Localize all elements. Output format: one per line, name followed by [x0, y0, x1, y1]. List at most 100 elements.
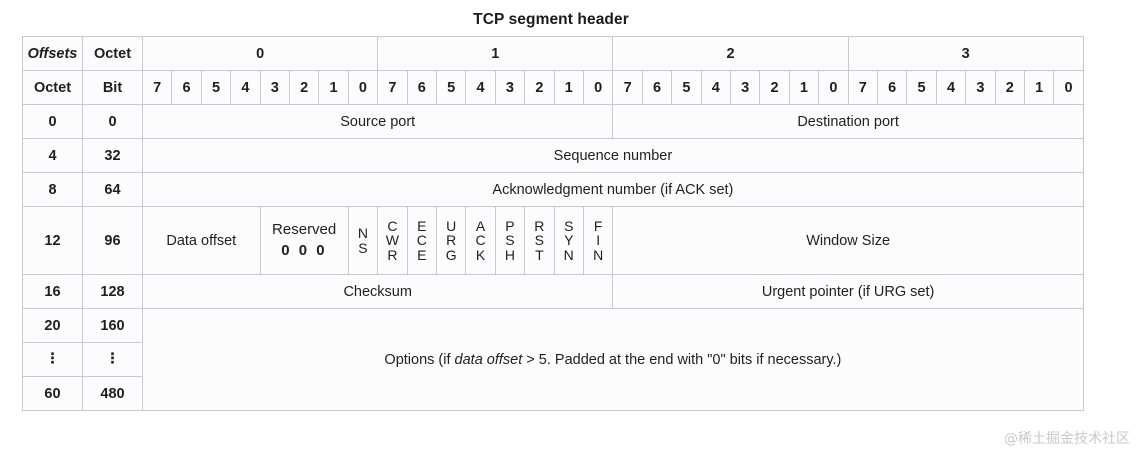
- bit-label-1-0: 0: [582, 70, 614, 105]
- bit-label-2-7: 7: [612, 70, 643, 105]
- bit-label-0-5: 5: [200, 70, 232, 105]
- header-octet-label: Octet: [82, 36, 143, 71]
- bit-label-0-0: 0: [347, 70, 379, 105]
- header-offsets-label: Offsets: [22, 36, 83, 71]
- offset-octet-0: 0: [22, 104, 83, 139]
- table-row: 60 480: [22, 376, 1084, 411]
- field-source-port: Source port: [141, 104, 614, 139]
- octet-group-1: 1: [377, 36, 614, 71]
- table-row: 8 64 Acknowledgment number (if ACK set): [22, 172, 1084, 207]
- table-row: 4 32 Sequence number: [22, 138, 1084, 173]
- bit-label-2-4: 4: [700, 70, 731, 105]
- offset-octet-4: 4: [22, 138, 83, 173]
- table-header-row-bits: Octet Bit 7 6 5 4 3 2 1 0 7 6 5 4 3 2 1 …: [22, 70, 1084, 105]
- bit-label-3-6: 6: [876, 70, 908, 105]
- field-sequence-number: Sequence number: [142, 138, 1084, 173]
- offset-bit-480: 480: [82, 376, 143, 411]
- header-bit-label: Bit: [82, 70, 143, 105]
- field-checksum: Checksum: [141, 274, 614, 309]
- field-options: Options (if data offset > 5. Padded at t…: [142, 308, 1084, 411]
- octet-group-3: 3: [847, 36, 1084, 71]
- octet-group-2: 2: [612, 36, 849, 71]
- bit-label-1-6: 6: [406, 70, 437, 105]
- bit-label-3-1: 1: [1023, 70, 1055, 105]
- bit-label-1-5: 5: [435, 70, 467, 105]
- table-row: 0 0 Source port Destination port: [22, 104, 1084, 139]
- options-italic-term: data offset: [454, 351, 523, 368]
- bit-label-3-5: 5: [906, 70, 937, 105]
- bit-label-0-6: 6: [171, 70, 202, 105]
- field-data-offset: Data offset: [142, 206, 261, 275]
- tcp-segment-header-table: Offsets Octet 0 1 2 3 Octet Bit 7 6 5 4 …: [22, 36, 1084, 411]
- bit-label-1-1: 1: [553, 70, 584, 105]
- bit-label-1-3: 3: [494, 70, 526, 105]
- bit-label-1-2: 2: [524, 70, 555, 105]
- options-prefix: Options (if: [384, 351, 455, 368]
- offset-bit-160: 160: [82, 308, 143, 343]
- bit-label-0-2: 2: [288, 70, 320, 105]
- offset-bit-128: 128: [82, 274, 143, 309]
- reserved-bits: 0 0 0: [281, 241, 328, 259]
- offset-bit-64: 64: [82, 172, 143, 207]
- offset-octet-16: 16: [22, 274, 83, 309]
- bit-label-2-1: 1: [788, 70, 820, 105]
- bit-label-3-7: 7: [847, 70, 879, 105]
- options-suffix: > 5. Padded at the end with "0" bits if …: [522, 351, 842, 368]
- offset-octet-ellipsis: ⋮: [22, 342, 83, 377]
- bit-label-1-4: 4: [465, 70, 496, 105]
- bit-label-3-0: 0: [1053, 70, 1084, 105]
- watermark: @稀土掘金技术社区: [1004, 431, 1130, 447]
- table-row: ⋮ ⋮: [22, 342, 1084, 377]
- page-title: TCP segment header: [473, 11, 629, 28]
- bit-label-2-0: 0: [818, 70, 849, 105]
- bit-label-3-4: 4: [935, 70, 967, 105]
- offset-octet-20: 20: [22, 308, 83, 343]
- bit-label-2-2: 2: [759, 70, 790, 105]
- bit-label-0-7: 7: [141, 70, 173, 105]
- bit-label-1-7: 7: [377, 70, 408, 105]
- table-row: 16 128 Checksum Urgent pointer (if URG s…: [22, 274, 1084, 309]
- table-row: 20 160 Options (if data offset > 5. Padd…: [22, 308, 1084, 411]
- field-acknowledgment-number: Acknowledgment number (if ACK set): [142, 172, 1084, 207]
- offset-octet-8: 8: [22, 172, 83, 207]
- table-header-row-octets: Offsets Octet 0 1 2 3: [22, 36, 1084, 71]
- bit-label-0-3: 3: [259, 70, 290, 105]
- bit-label-2-6: 6: [641, 70, 673, 105]
- offset-octet-60: 60: [22, 376, 83, 411]
- bit-label-0-1: 1: [318, 70, 349, 105]
- bit-label-0-4: 4: [230, 70, 261, 105]
- bit-label-3-2: 2: [994, 70, 1025, 105]
- offset-bit-32: 32: [82, 138, 143, 173]
- bit-label-3-3: 3: [965, 70, 996, 105]
- offset-octet-12: 12: [22, 206, 83, 275]
- offset-bit-ellipsis: ⋮: [82, 342, 143, 377]
- offset-bit-96: 96: [82, 206, 143, 275]
- reserved-label: Reserved: [272, 221, 337, 239]
- bit-label-2-5: 5: [671, 70, 702, 105]
- field-window-size: Window Size: [612, 206, 1084, 275]
- field-reserved: Reserved 0 0 0: [259, 206, 349, 275]
- field-destination-port: Destination port: [612, 104, 1084, 139]
- offset-bit-0: 0: [82, 104, 143, 139]
- octet-group-0: 0: [141, 36, 379, 71]
- bit-label-2-3: 3: [729, 70, 761, 105]
